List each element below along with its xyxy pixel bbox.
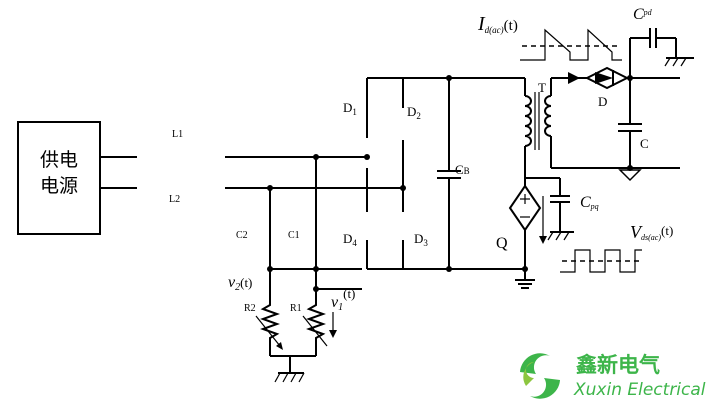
- label-C: C: [640, 136, 649, 151]
- capacitor-Cpd: [629, 28, 694, 78]
- waveform-Vds: [560, 249, 642, 273]
- resistor-R2: [255, 300, 283, 356]
- label-v2: v2(t): [228, 274, 252, 293]
- capacitor-Cpq: [547, 178, 574, 241]
- diode-icon: [551, 66, 680, 90]
- label-D3: D3: [414, 231, 428, 248]
- ground-icon: [270, 355, 316, 383]
- label-D2: D2: [407, 104, 421, 121]
- current-source-icon: [508, 177, 560, 289]
- label-Q: Q: [496, 235, 508, 252]
- power-supply-block: 供电 电源: [17, 121, 137, 235]
- bridge-rectifier: [366, 75, 525, 272]
- label-C2: C2: [236, 230, 248, 241]
- label-R1: R1: [290, 303, 302, 314]
- label-D: D: [598, 94, 607, 109]
- logo-icon: 鑫新电气 Xuxin Electrical: [518, 353, 706, 400]
- logo-en-text: Xuxin Electrical: [573, 380, 706, 400]
- label-L1: L1: [172, 129, 183, 140]
- capacitor-C: [618, 78, 642, 182]
- supply-label-2: 电源: [40, 175, 78, 197]
- filter-capacitors: [267, 157, 362, 300]
- resistor-R1: [302, 300, 328, 356]
- label-D4: D4: [343, 231, 357, 248]
- label-Vds: Vds(ac)(t): [630, 222, 673, 242]
- label-D1: D1: [343, 100, 357, 117]
- label-Cpq: Cpq: [580, 194, 599, 211]
- label-T: T: [538, 80, 546, 95]
- transformer-icon: [524, 78, 680, 178]
- capacitor-CB: [437, 78, 461, 269]
- waveform-Id: [520, 28, 622, 61]
- arrow-v1: [329, 312, 337, 338]
- logo-cn-text: 鑫新电气: [575, 353, 660, 377]
- supply-label-1: 供电: [40, 149, 78, 171]
- label-Id: Id(ac)(t): [477, 13, 518, 35]
- label-v1: v1(t): [331, 286, 355, 313]
- label-L2: L2: [169, 194, 180, 205]
- label-C1: C1: [288, 230, 300, 241]
- label-CB: CB: [455, 162, 470, 177]
- label-R2: R2: [244, 303, 256, 314]
- label-Cpd: Cpd: [633, 6, 653, 23]
